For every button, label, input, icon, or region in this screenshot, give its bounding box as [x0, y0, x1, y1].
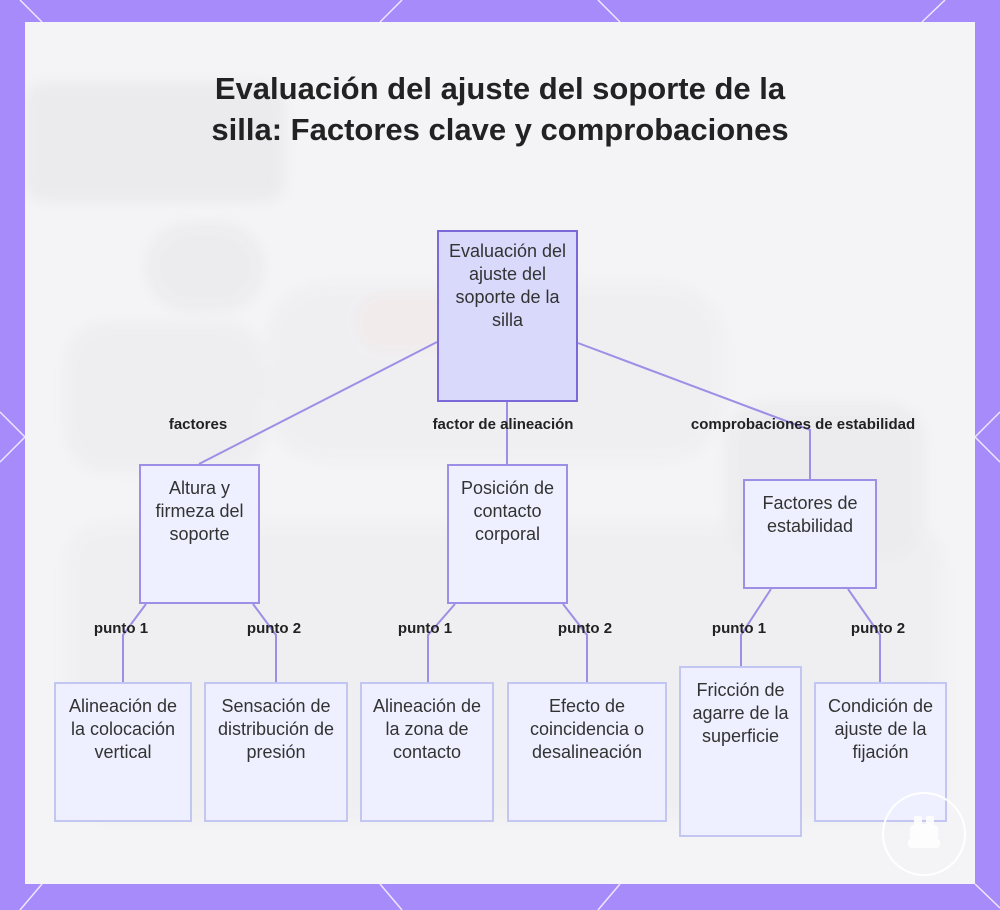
node-surface-friction: Fricción de agarre de la superficie [679, 666, 802, 837]
edge-label-punto-1: punto 1 [711, 620, 767, 637]
node-pressure-distribution: Sensación de distribución de presión [204, 682, 348, 822]
diagram-title: Evaluación del ajuste del soporte de la … [211, 71, 789, 147]
connector-contact-coincidence [562, 603, 588, 682]
edge-label-punto-2: punto 2 [557, 620, 613, 637]
connector-height-vertical [122, 603, 147, 682]
connector-root-stability [577, 342, 811, 479]
connector-contact-zone [427, 603, 456, 682]
connector-height-pressure [252, 603, 277, 682]
node-body-contact: Posición de contacto corporal [447, 464, 568, 604]
edge-label-punto-2: punto 2 [246, 620, 302, 637]
node-vertical-alignment: Alineación de la colocación vertical [54, 682, 192, 822]
edge-label-punto-2: punto 2 [850, 620, 906, 637]
edge-label-alineacion: factor de alineación [432, 416, 574, 433]
edge-label-estabilidad: comprobaciones de estabilidad [690, 416, 916, 433]
node-height-firmness: Altura y firmeza del soporte [139, 464, 260, 604]
edge-label-factores: factores [168, 416, 228, 433]
edge-label-punto-1: punto 1 [397, 620, 453, 637]
node-stability-factors: Factores de estabilidad [743, 479, 877, 589]
connector-root-height [198, 341, 438, 465]
connector-stability-friction [740, 588, 772, 666]
node-coincidence-effect: Efecto de coincidencia o desalineación [507, 682, 667, 822]
connector-stability-fixation [847, 588, 881, 682]
node-contact-zone: Alineación de la zona de contacto [360, 682, 494, 822]
node-root: Evaluación del ajuste del soporte de la … [437, 230, 578, 402]
edge-label-punto-1: punto 1 [93, 620, 149, 637]
watermark-logo-icon [882, 792, 966, 876]
